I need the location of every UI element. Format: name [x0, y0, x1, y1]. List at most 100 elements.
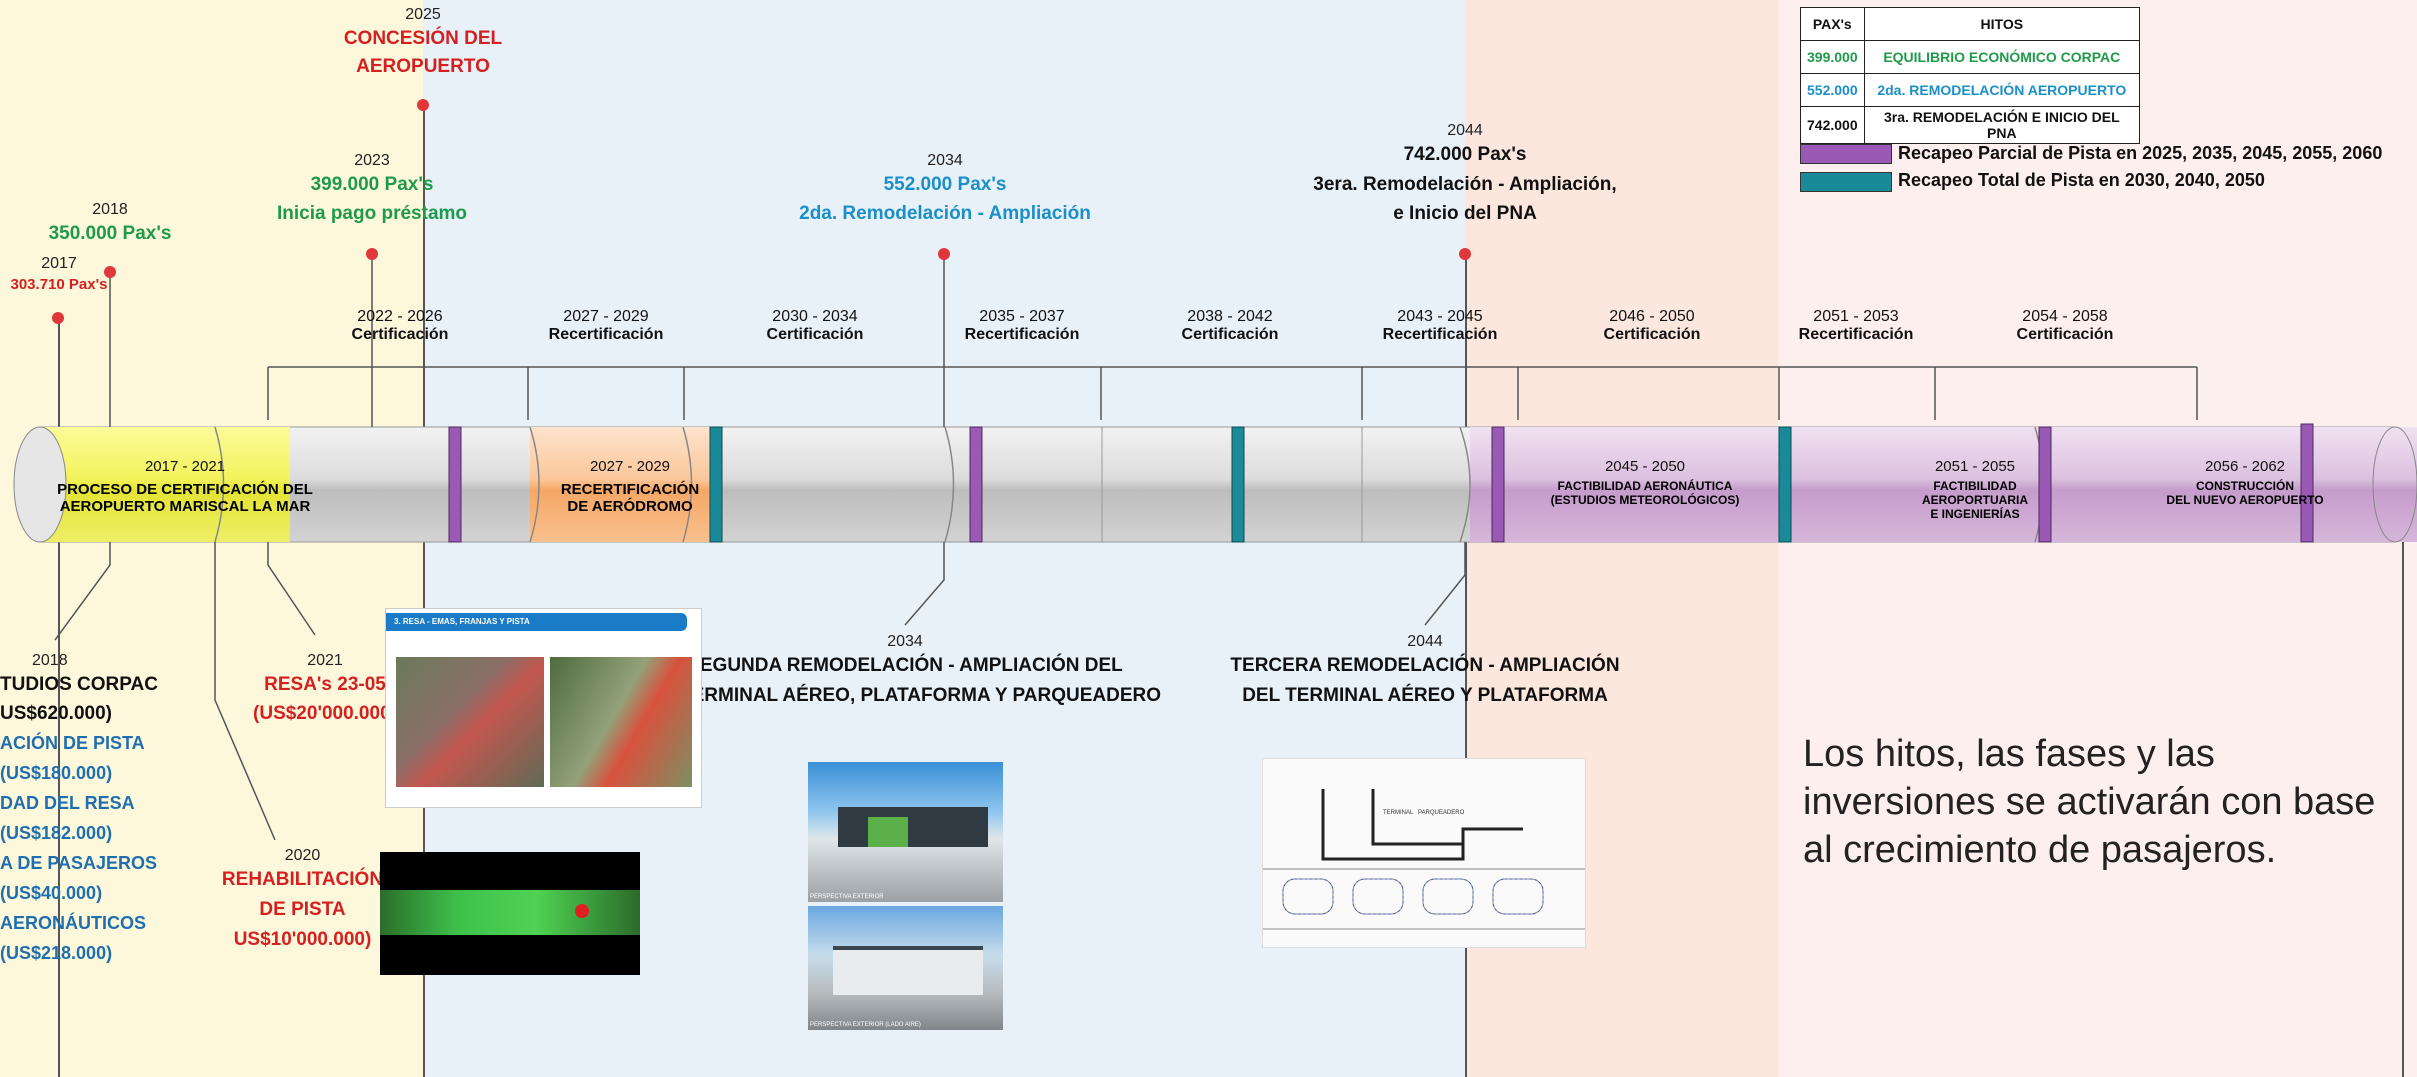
segment-range: 2056 - 2062: [2204, 458, 2286, 475]
runway-marker: [575, 904, 589, 918]
table-cell-pax: 742.000: [1800, 106, 1865, 144]
segment-line1: PROCESO DE CERTIFICACIÓN DEL: [57, 481, 313, 498]
segment-range: 2027 - 2029: [589, 458, 671, 475]
segment-line2: AEROPUERTO MARISCAL LA MAR: [59, 498, 311, 515]
phase-range: 2030 - 2034: [772, 308, 858, 325]
phase-name: Certificación: [766, 326, 864, 343]
event-dot-2025: [417, 99, 429, 111]
event-year: 2018: [32, 652, 68, 669]
event-line3: US$10'000.000): [233, 929, 372, 950]
terminal-building: [833, 946, 983, 995]
phase-6: 2046 - 2050 Certificación: [1582, 308, 1722, 344]
table-cell-hito: 2da. REMODELACIÓN AEROPUERTO: [1863, 73, 2141, 107]
event-2017: 2017 303.710 Pax's: [0, 255, 118, 297]
legend-item-parcial: Recapeo Parcial de Pista en 2025, 2035, …: [1800, 143, 2383, 165]
phase-7: 2051 - 2053 Recertificación: [1786, 308, 1926, 344]
perspective-label-2: PERSPECTIVA EXTERIOR (LADO AIRE): [810, 1022, 921, 1028]
event-year: 2044: [1447, 122, 1483, 139]
event-pax: 742.000 Pax's: [1403, 144, 1527, 165]
divider-2017: [58, 318, 60, 1077]
bottom-event-2034: 2034 SEGUNDA REMODELACIÓN - AMPLIACIÓN D…: [680, 633, 1161, 711]
legend-label-parcial: Recapeo Parcial de Pista en 2025, 2035, …: [1898, 143, 2383, 163]
event-dot-2044: [1459, 248, 1471, 260]
event-pax: 350.000 Pax's: [48, 223, 172, 244]
event-year: 2025: [405, 6, 441, 23]
event-desc: 2da. Remodelación - Ampliación: [799, 203, 1091, 224]
phase-name: Certificación: [351, 326, 449, 343]
event-line4: DAD DEL RESA (US$182.000): [0, 793, 135, 843]
event-year: 2017: [41, 255, 77, 272]
segment-line3: E INGENIERÍAS: [1930, 507, 2020, 521]
event-year: 2034: [887, 633, 923, 650]
segment-line2: AEROPORTUARIA: [1921, 493, 2028, 507]
phase-8: 2054 - 2058 Certificación: [1995, 308, 2135, 344]
event-line6: AERONÁUTICOS (US$218.000): [0, 913, 147, 963]
event-line2: US$620.000): [0, 703, 112, 724]
terminal-render-2: PERSPECTIVA EXTERIOR (LADO AIRE): [808, 906, 1003, 1030]
phase-range: 2051 - 2053: [1813, 308, 1899, 325]
event-year: 2020: [284, 847, 321, 864]
event-line1: SEGUNDA REMODELACIÓN - AMPLIACIÓN DEL: [687, 655, 1123, 676]
cylinder-yellow-segment: [40, 427, 290, 542]
phase-name: Recertificación: [1798, 326, 1914, 343]
runway-photo: [380, 890, 640, 935]
phase-range: 2046 - 2050: [1609, 308, 1695, 325]
legend-label-total: Recapeo Total de Pista en 2030, 2040, 20…: [1898, 170, 2265, 191]
phase-name: Recertificación: [964, 326, 1080, 343]
terminal-building: [838, 807, 988, 847]
plan-label-terminal: TERMINAL: [1383, 810, 1414, 816]
phase-2: 2030 - 2034 Certificación: [745, 308, 885, 344]
terminal-render-1: PERSPECTIVA EXTERIOR: [808, 762, 1003, 902]
divider-right: [2402, 535, 2404, 1077]
resa-aerial-photo-2: [550, 657, 692, 787]
bottom-event-2020: 2020 REHABILITACIÓN DE PISTA US$10'000.0…: [215, 847, 390, 955]
event-title-line1: CONCESIÓN DEL: [343, 28, 503, 49]
recapeo-parcial-bars: [448, 423, 2314, 543]
legend-item-total: Recapeo Total de Pista en 2030, 2040, 20…: [1800, 170, 2382, 192]
event-line1: TUDIOS CORPAC: [0, 674, 158, 695]
event-line1: REHABILITACIÓN: [221, 869, 384, 890]
divider-2044: [1465, 255, 1467, 1077]
phase-range: 2054 - 2058: [2022, 308, 2108, 325]
phase-5: 2043 - 2045 Recertificación: [1370, 308, 1510, 344]
table-header-row: PAX's HITOS: [1800, 7, 2141, 41]
table-cell-hito: 3ra. REMODELACIÓN E INICIO DEL PNA: [1863, 106, 2141, 144]
divider-2025: [423, 105, 425, 1077]
event-line1: RESA's 23-05: [264, 674, 386, 695]
segment-range: 2045 - 2050: [1604, 458, 1686, 475]
event-dot-2023: [366, 248, 378, 260]
cylinder-right-cap: [2372, 426, 2417, 543]
phase-4: 2038 - 2042 Certificación: [1160, 308, 1300, 344]
phase-range: 2038 - 2042: [1187, 308, 1273, 325]
growth-note: Los hitos, las fases y las inversiones s…: [1803, 733, 2376, 871]
segment-line2: DEL NUEVO AEROPUERTO: [2166, 493, 2324, 507]
segment-line1: FACTIBILIDAD: [1933, 479, 2017, 493]
phase-range: 2027 - 2029: [563, 308, 649, 325]
phase-bracket: [267, 366, 2198, 420]
event-dot-2017: [52, 312, 64, 324]
event-line1: TERCERA REMODELACIÓN - AMPLIACIÓN: [1230, 655, 1620, 676]
cylinder-segment-2051: 2051 - 2055 FACTIBILIDAD AEROPORTUARIA E…: [1880, 458, 2070, 521]
segment-range: 2017 - 2021: [144, 458, 226, 475]
segment-line1: RECERTIFICACIÓN: [560, 481, 700, 498]
cylinder-segment-2045: 2045 - 2050 FACTIBILIDAD AERONÁUTICA (ES…: [1530, 458, 1760, 507]
event-pax: 303.710 Pax's: [10, 276, 108, 293]
event-2018: 2018 350.000 Pax's: [40, 201, 180, 249]
phase-name: Recertificación: [1382, 326, 1498, 343]
event-line2: DEL TERMINAL AÉREO Y PLATAFORMA: [1242, 685, 1608, 706]
terminal-plan-drawing: TERMINAL PARQUEADERO: [1263, 789, 1585, 930]
event-line5: A DE PASAJEROS (US$40.000): [0, 853, 158, 903]
phase-range: 2035 - 2037: [979, 308, 1065, 325]
phase-1: 2027 - 2029 Recertificación: [536, 308, 676, 344]
resa-slide-header: 3. RESA - EMAS, FRANJAS Y PISTA: [386, 613, 687, 631]
cylinder-segment-2017: 2017 - 2021 PROCESO DE CERTIFICACIÓN DEL…: [55, 458, 315, 515]
event-title-line2: AEROPUERTO: [356, 56, 490, 77]
event-desc: Inicia pago préstamo: [276, 203, 468, 224]
phase-name: Recertificación: [548, 326, 664, 343]
bottom-event-2044: 2044 TERCERA REMODELACIÓN - AMPLIACIÓN D…: [1230, 633, 1620, 711]
cylinder-segment-2027: 2027 - 2029 RECERTIFICACIÓN DE AERÓDROMO: [540, 458, 720, 515]
event-line3: ACIÓN DE PISTA (US$180.000): [0, 733, 145, 783]
cylinder-left-cap: [13, 426, 67, 543]
event-2025: 2025 CONCESIÓN DEL AEROPUERTO: [343, 6, 503, 80]
table-row: 742.000 3ra. REMODELACIÓN E INICIO DEL P…: [1800, 106, 2141, 144]
